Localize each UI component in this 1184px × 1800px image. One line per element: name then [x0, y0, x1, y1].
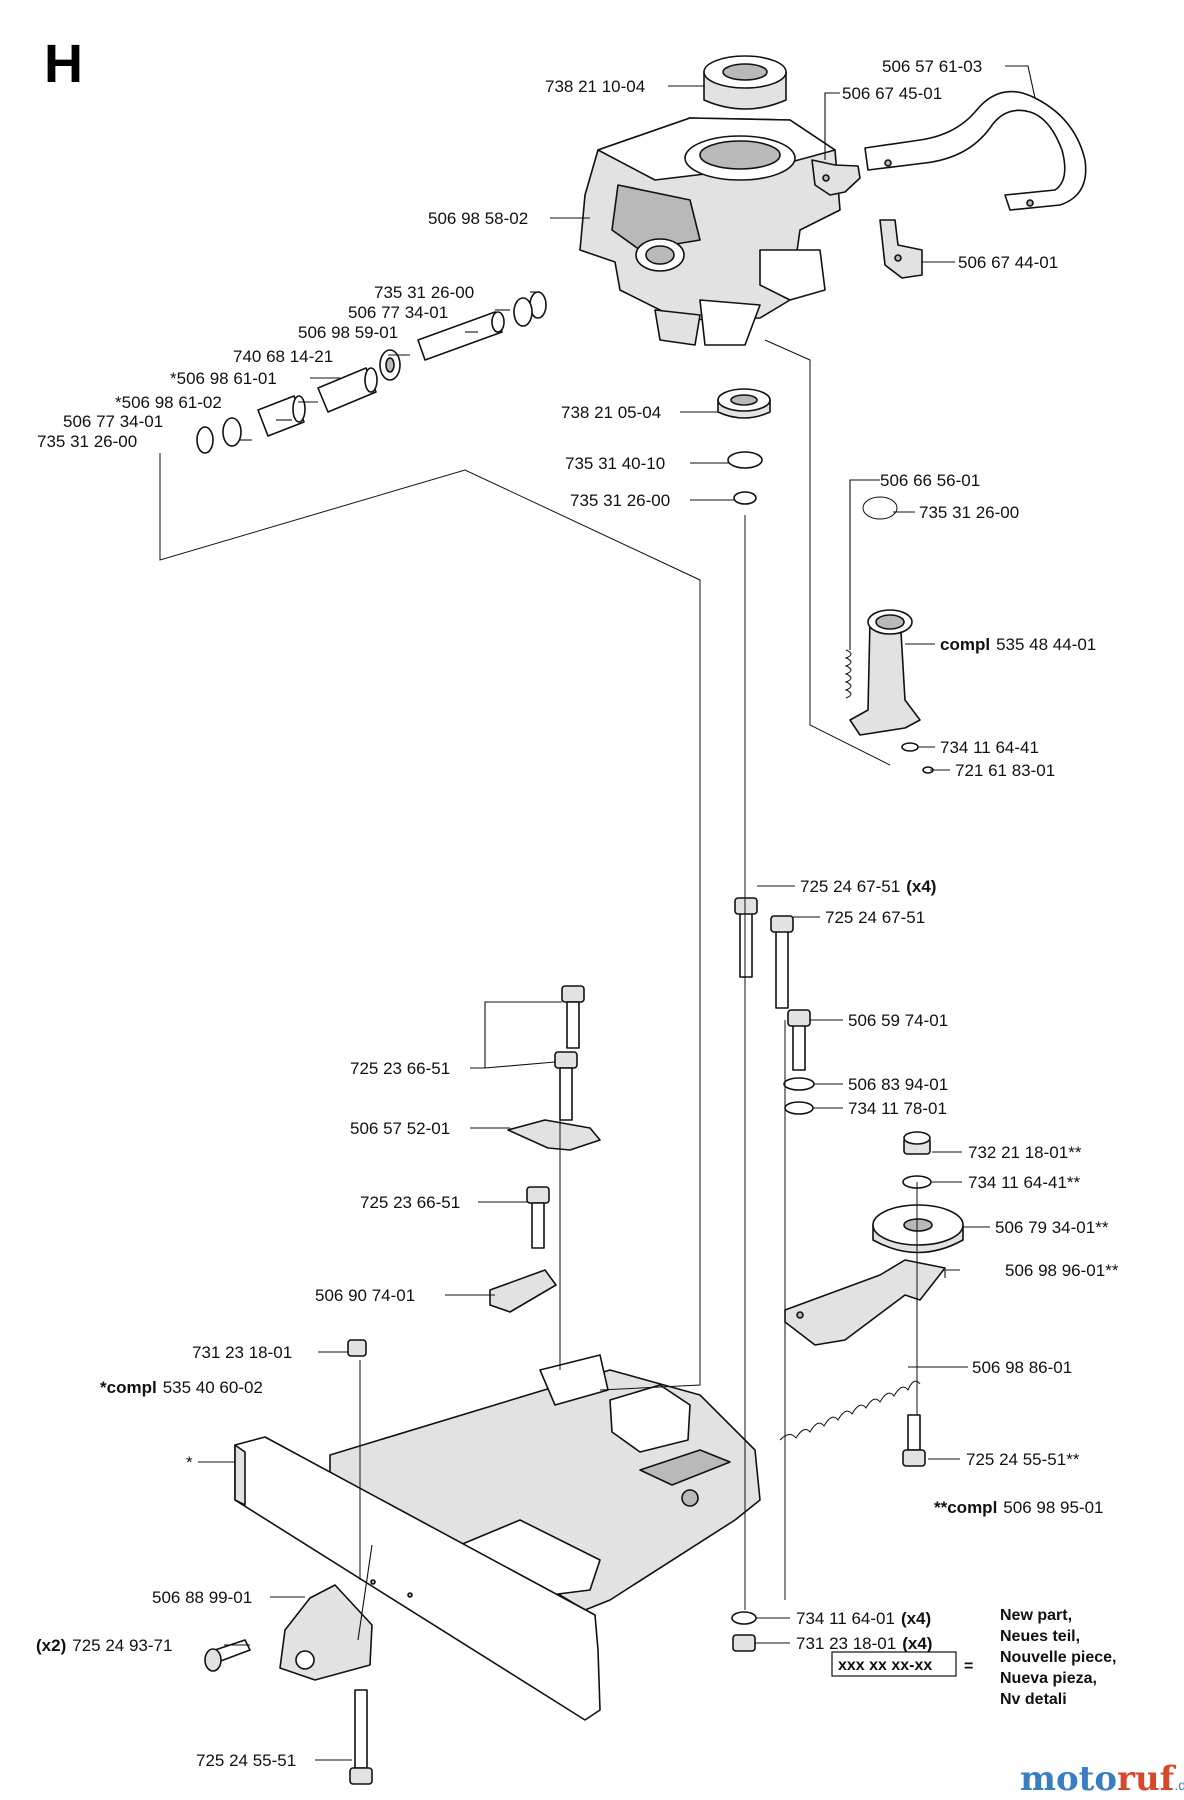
- label-734-11-78-01: 734 11 78-01: [848, 1099, 947, 1118]
- label-725-23-66-51-b: 725 23 66-51: [360, 1193, 460, 1212]
- label-738-21-05-04: 738 21 05-04: [561, 403, 661, 422]
- label-725-24-55-51: 725 24 55-51: [196, 1751, 296, 1770]
- label-734-11-64-41-b: 734 11 64-41**: [968, 1173, 1081, 1192]
- label-506-57-52-01: 506 57 52-01: [350, 1119, 450, 1138]
- label-738-21-10-04: 738 21 10-04: [545, 77, 645, 96]
- legend-line-1: New part,: [1000, 1607, 1072, 1624]
- long-bolts: [734, 897, 815, 1115]
- label-506-98-86-01: 506 98 86-01: [972, 1358, 1072, 1377]
- center-brackets: [347, 985, 601, 1357]
- part-labels: 506 57 61-03 738 21 10-04 506 67 45-01 5…: [36, 57, 1119, 1770]
- label-735-31-26-00-b: 735 31 26-00: [37, 432, 137, 451]
- legend-equals: =: [964, 1658, 973, 1675]
- label-506-59-74-01: 506 59 74-01: [848, 1011, 948, 1030]
- leader-lines: [198, 65, 1036, 1761]
- label-732-21-18-01: 732 21 18-01**: [968, 1143, 1082, 1162]
- legend-box: [831, 1651, 957, 1677]
- label-506-67-44-01: 506 67 44-01: [958, 253, 1058, 272]
- legend: xxx xx xx-xx = New part, Neues teil, Nou…: [831, 1607, 1117, 1708]
- label-725-23-66-51-a: 725 23 66-51: [350, 1059, 450, 1078]
- lever-assembly: [844, 496, 934, 774]
- label-731-23-18-01: 731 23 18-01: [192, 1343, 292, 1362]
- label-506-77-34-01-a: 506 77 34-01: [348, 303, 448, 322]
- label-735-31-40-10: 735 31 40-10: [565, 454, 665, 473]
- label-731-23-18-01-x4: 731 23 18-01(x4): [796, 1634, 932, 1653]
- label-740-68-14-21: 740 68 14-21: [233, 347, 333, 366]
- label-506-98-58-02: 506 98 58-02: [428, 209, 528, 228]
- label-506-88-99-01: 506 88 99-01: [152, 1588, 252, 1607]
- label-506-98-96-01: 506 98 96-01**: [1005, 1261, 1119, 1280]
- label-735-31-26-00-a: 735 31 26-00: [374, 283, 474, 302]
- label-506-83-94-01: 506 83 94-01: [848, 1075, 948, 1094]
- legend-line-3: Nouvelle piece,: [1000, 1649, 1117, 1666]
- pulley-assembly: [779, 1131, 964, 1467]
- bottom-left-parts: [204, 1584, 757, 1785]
- label-725-24-67-51: 725 24 67-51: [825, 908, 925, 927]
- housing: [579, 117, 841, 346]
- label-506-57-61-03: 506 57 61-03: [882, 57, 982, 76]
- label-506-90-74-01: 506 90 74-01: [315, 1286, 415, 1305]
- label-506-77-34-01-b: 506 77 34-01: [63, 412, 163, 431]
- legend-line-5: Nv detali: [1000, 1691, 1067, 1708]
- label-506-67-45-01: 506 67 45-01: [842, 84, 942, 103]
- label-x2-725-24-93-71: (x2)725 24 93-71: [36, 1636, 172, 1655]
- label-506-98-61-02: *506 98 61-02: [115, 393, 222, 412]
- lower-bearing-stack: [717, 388, 771, 505]
- label-506-98-61-01: *506 98 61-01: [170, 369, 277, 388]
- clamp-lower: [879, 219, 923, 279]
- label-725-24-55-51-dbl: 725 24 55-51**: [966, 1450, 1080, 1469]
- alignment-lines: [159, 339, 918, 1610]
- band-strap: [864, 90, 1087, 211]
- watermark-text: motoruf.de: [1020, 1759, 1184, 1799]
- label-721-61-83-01: 721 61 83-01: [955, 761, 1055, 780]
- legend-line-2: Neues teil,: [1000, 1628, 1080, 1645]
- label-734-11-64-41-a: 734 11 64-41: [940, 738, 1039, 757]
- label-asterisk: *: [186, 1453, 193, 1472]
- label-735-31-26-00-c: 735 31 26-00: [570, 491, 670, 510]
- legend-line-4: Nueva pieza,: [1000, 1670, 1097, 1687]
- watermark-logo: motoruf.de: [1020, 1759, 1184, 1799]
- label-506-66-56-01: 506 66 56-01: [880, 471, 980, 490]
- legend-box-text: xxx xx xx-xx: [838, 1657, 932, 1674]
- top-bearing: [703, 55, 787, 110]
- label-735-31-26-00-d: 735 31 26-00: [919, 503, 1019, 522]
- clamp-upper: [811, 159, 861, 196]
- base-frame: [234, 1354, 761, 1721]
- label-734-11-64-01-x4: 734 11 64-01(x4): [796, 1609, 931, 1628]
- label-506-98-59-01: 506 98 59-01: [298, 323, 398, 342]
- shaft-stack: [196, 291, 547, 454]
- label-725-24-67-51-x4: 725 24 67-51(x4): [800, 877, 936, 896]
- label-506-79-34-01: 506 79 34-01**: [995, 1218, 1109, 1237]
- section-letter: H: [44, 34, 83, 94]
